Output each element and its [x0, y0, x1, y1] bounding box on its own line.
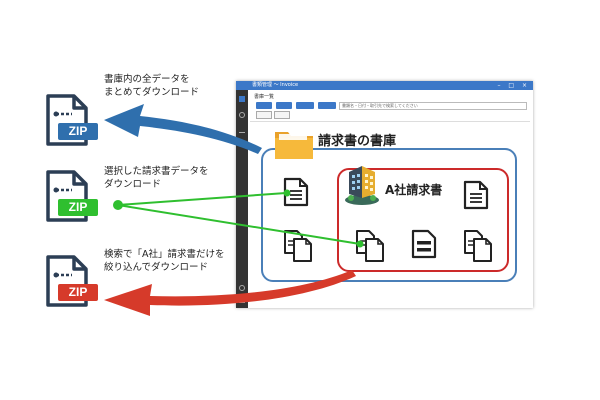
caption-line: まとめてダウンロード — [104, 87, 200, 98]
copy-doc-icon[interactable] — [355, 229, 385, 267]
green-dot-lower — [356, 240, 364, 248]
zip-file-icon-selected: ZIP — [42, 168, 98, 224]
copy-doc-icon[interactable] — [463, 229, 493, 267]
content-divider — [250, 121, 530, 122]
caption-line: 検索で「A社」請求書だけを — [104, 249, 225, 260]
window-titlebar: 書類管理 〜 Invoice – □ × — [236, 81, 533, 90]
caption-line: 選択した請求書データを — [104, 166, 209, 177]
upload-icon[interactable] — [239, 126, 245, 133]
toolbar-button[interactable] — [296, 102, 314, 109]
zip-badge: ZIP — [58, 199, 98, 216]
toolbar-button[interactable] — [318, 102, 336, 109]
form-doc-icon[interactable] — [411, 229, 437, 263]
zip-file-icon-search: ZIP — [42, 253, 98, 309]
invoice-doc-icon[interactable] — [283, 177, 309, 211]
sub-button[interactable] — [274, 111, 290, 119]
building-icon — [343, 164, 381, 210]
page-title: 書庫一覧 — [254, 94, 275, 100]
blue-arrow — [104, 104, 262, 154]
folder-icon — [274, 128, 314, 164]
toolbar-button[interactable] — [256, 102, 272, 109]
caption-download-selected: 選択した請求書データを ダウンロード — [104, 165, 209, 191]
caption-line: 書庫内の全データを — [104, 74, 190, 85]
zip-badge: ZIP — [58, 284, 98, 301]
window-title: 書類管理 〜 Invoice — [252, 82, 299, 88]
search-input[interactable]: 書類名・日付・取引先で検索してください — [339, 102, 527, 110]
window-controls[interactable]: – □ × — [497, 82, 530, 89]
green-dot-upper — [283, 189, 291, 197]
green-line-upper — [117, 192, 287, 206]
caption-download-all: 書庫内の全データを まとめてダウンロード — [104, 73, 199, 99]
copy-doc-icon[interactable] — [283, 229, 313, 267]
green-line-lower — [117, 204, 361, 245]
sub-button[interactable] — [256, 111, 272, 119]
search-icon[interactable] — [239, 112, 245, 118]
settings-icon[interactable] — [239, 285, 245, 291]
green-dot-left — [113, 200, 123, 210]
red-arrow — [104, 270, 356, 316]
home-icon[interactable] — [239, 96, 245, 102]
zip-file-icon-all: ZIP — [42, 92, 98, 148]
invoice-doc-icon[interactable] — [463, 180, 489, 214]
library-title: 請求書の書庫 — [318, 134, 397, 149]
company-a-invoice-box — [337, 168, 509, 272]
caption-line: ダウンロード — [104, 179, 162, 190]
zip-badge: ZIP — [58, 123, 98, 140]
company-title: A社請求書 — [385, 183, 443, 197]
toolbar-button[interactable] — [276, 102, 292, 109]
caption-download-search: 検索で「A社」請求書だけを 絞り込んでダウンロード — [104, 248, 225, 274]
caption-line: 絞り込んでダウンロード — [104, 262, 209, 273]
invoice-library-box — [261, 148, 517, 282]
